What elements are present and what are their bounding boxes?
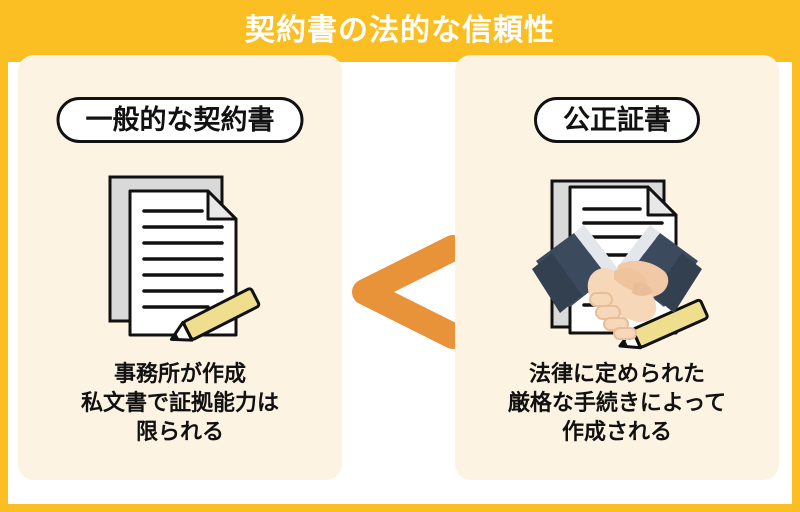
card-right-caption-line-1: 法律に定められた <box>528 362 705 387</box>
less-than-chevron-icon <box>349 230 469 354</box>
card-right-caption-line-2: 厳格な手続きによって <box>507 391 727 417</box>
card-left-label-text: 一般的な契約書 <box>85 104 275 136</box>
page-title: 契約書の法的な信頼性 <box>245 13 555 48</box>
comparison-card-left: 一般的な契約書 <box>18 55 342 480</box>
card-right-label-pill: 公正証書 <box>534 97 700 143</box>
card-left-caption-line-2: 私文書で証拠能力は <box>80 391 279 417</box>
card-right-caption: 法律に定められた 厳格な手続きによって 作成される <box>455 360 779 447</box>
contract-document-pencil-icon <box>108 175 261 342</box>
card-left-label-pill: 一般的な契約書 <box>56 97 304 143</box>
card-right-icon-wrap <box>455 165 779 355</box>
card-left-caption: 事務所が作成 私文書で証拠能力は 限られる <box>18 360 342 447</box>
card-left-caption-line-1: 事務所が作成 <box>113 362 246 387</box>
card-right-caption-line-3: 作成される <box>561 420 672 446</box>
comparison-card-right: 公正証書 <box>455 55 779 480</box>
title-bar: 契約書の法的な信頼性 <box>0 0 800 62</box>
card-left-caption-line-3: 限られる <box>135 420 224 446</box>
handshake-document-pencil-icon <box>532 179 709 350</box>
card-right-label-text: 公正証書 <box>563 104 671 136</box>
card-left-icon-wrap <box>18 165 342 355</box>
